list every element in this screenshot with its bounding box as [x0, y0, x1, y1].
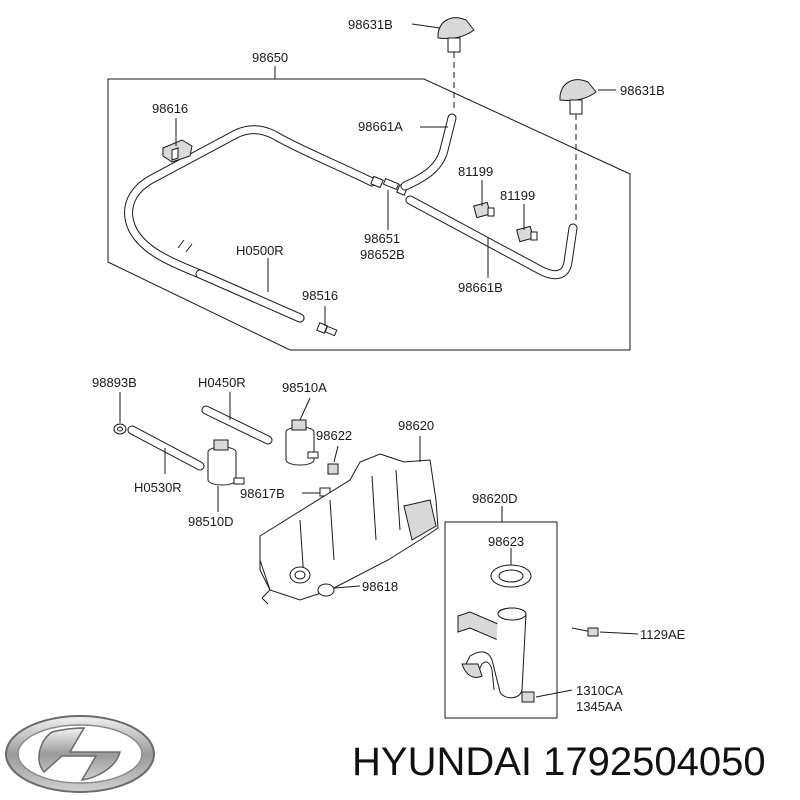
brand-text: HYUNDAI 1792504050: [352, 740, 766, 784]
label-clip-2: 81199: [500, 188, 535, 203]
pump-a-part: [285, 419, 319, 466]
label-hose-assembly: 98650: [252, 50, 288, 65]
pump-d-part: [207, 439, 245, 486]
nut-part: [521, 691, 535, 703]
seal-ring-part: [317, 583, 335, 597]
label-hose-0530: H0530R: [134, 480, 182, 495]
label-hose-b: 98661B: [458, 280, 503, 295]
clip-2-part: [516, 225, 538, 243]
label-plug: 98617B: [240, 486, 285, 501]
label-grommet: 98893B: [92, 375, 137, 390]
label-valve: 98516: [302, 288, 338, 303]
bolt-part: [571, 627, 599, 637]
label-pump-a: 98510A: [282, 380, 327, 395]
label-hose-0450: H0450R: [198, 375, 246, 390]
hose-assembly-frame: [107, 78, 631, 351]
clip-bracket-part: [162, 139, 193, 163]
label-hose-a: 98661A: [358, 119, 403, 134]
label-nut-2: 1345AA: [576, 699, 623, 714]
label-filler-assy: 98620D: [472, 491, 518, 506]
label-clip-1: 81199: [458, 164, 493, 179]
label-cap-nut: 98622: [316, 428, 352, 443]
label-bolt: 1129AE: [640, 627, 686, 642]
label-pump-d: 98510D: [188, 514, 234, 529]
label-seal-ring: 98618: [362, 579, 398, 594]
nozzle-top-part: [437, 17, 475, 112]
cap-nut-part: [327, 463, 339, 475]
hyundai-logo-icon: [5, 715, 155, 793]
label-clip-bracket: 98616: [152, 101, 188, 116]
clip-1-part: [473, 201, 495, 219]
label-reservoir: 98620: [398, 418, 434, 433]
label-filler-seal: 98623: [488, 534, 524, 549]
filler-assembly-frame: [444, 521, 558, 719]
filler-seal-part: [490, 564, 532, 588]
label-connector-1: 98651: [364, 231, 400, 246]
label-connector-2: 98652B: [360, 247, 405, 262]
filler-neck-part: [457, 607, 527, 699]
valve-part: [316, 322, 338, 337]
label-nozzle-top: 98631B: [348, 17, 393, 32]
reservoir-part: [259, 453, 439, 605]
label-nozzle-right: 98631B: [620, 83, 665, 98]
label-nut-1: 1310CA: [576, 683, 623, 698]
nozzle-right-part: [559, 79, 597, 222]
label-hose-main: H0500R: [236, 243, 284, 258]
